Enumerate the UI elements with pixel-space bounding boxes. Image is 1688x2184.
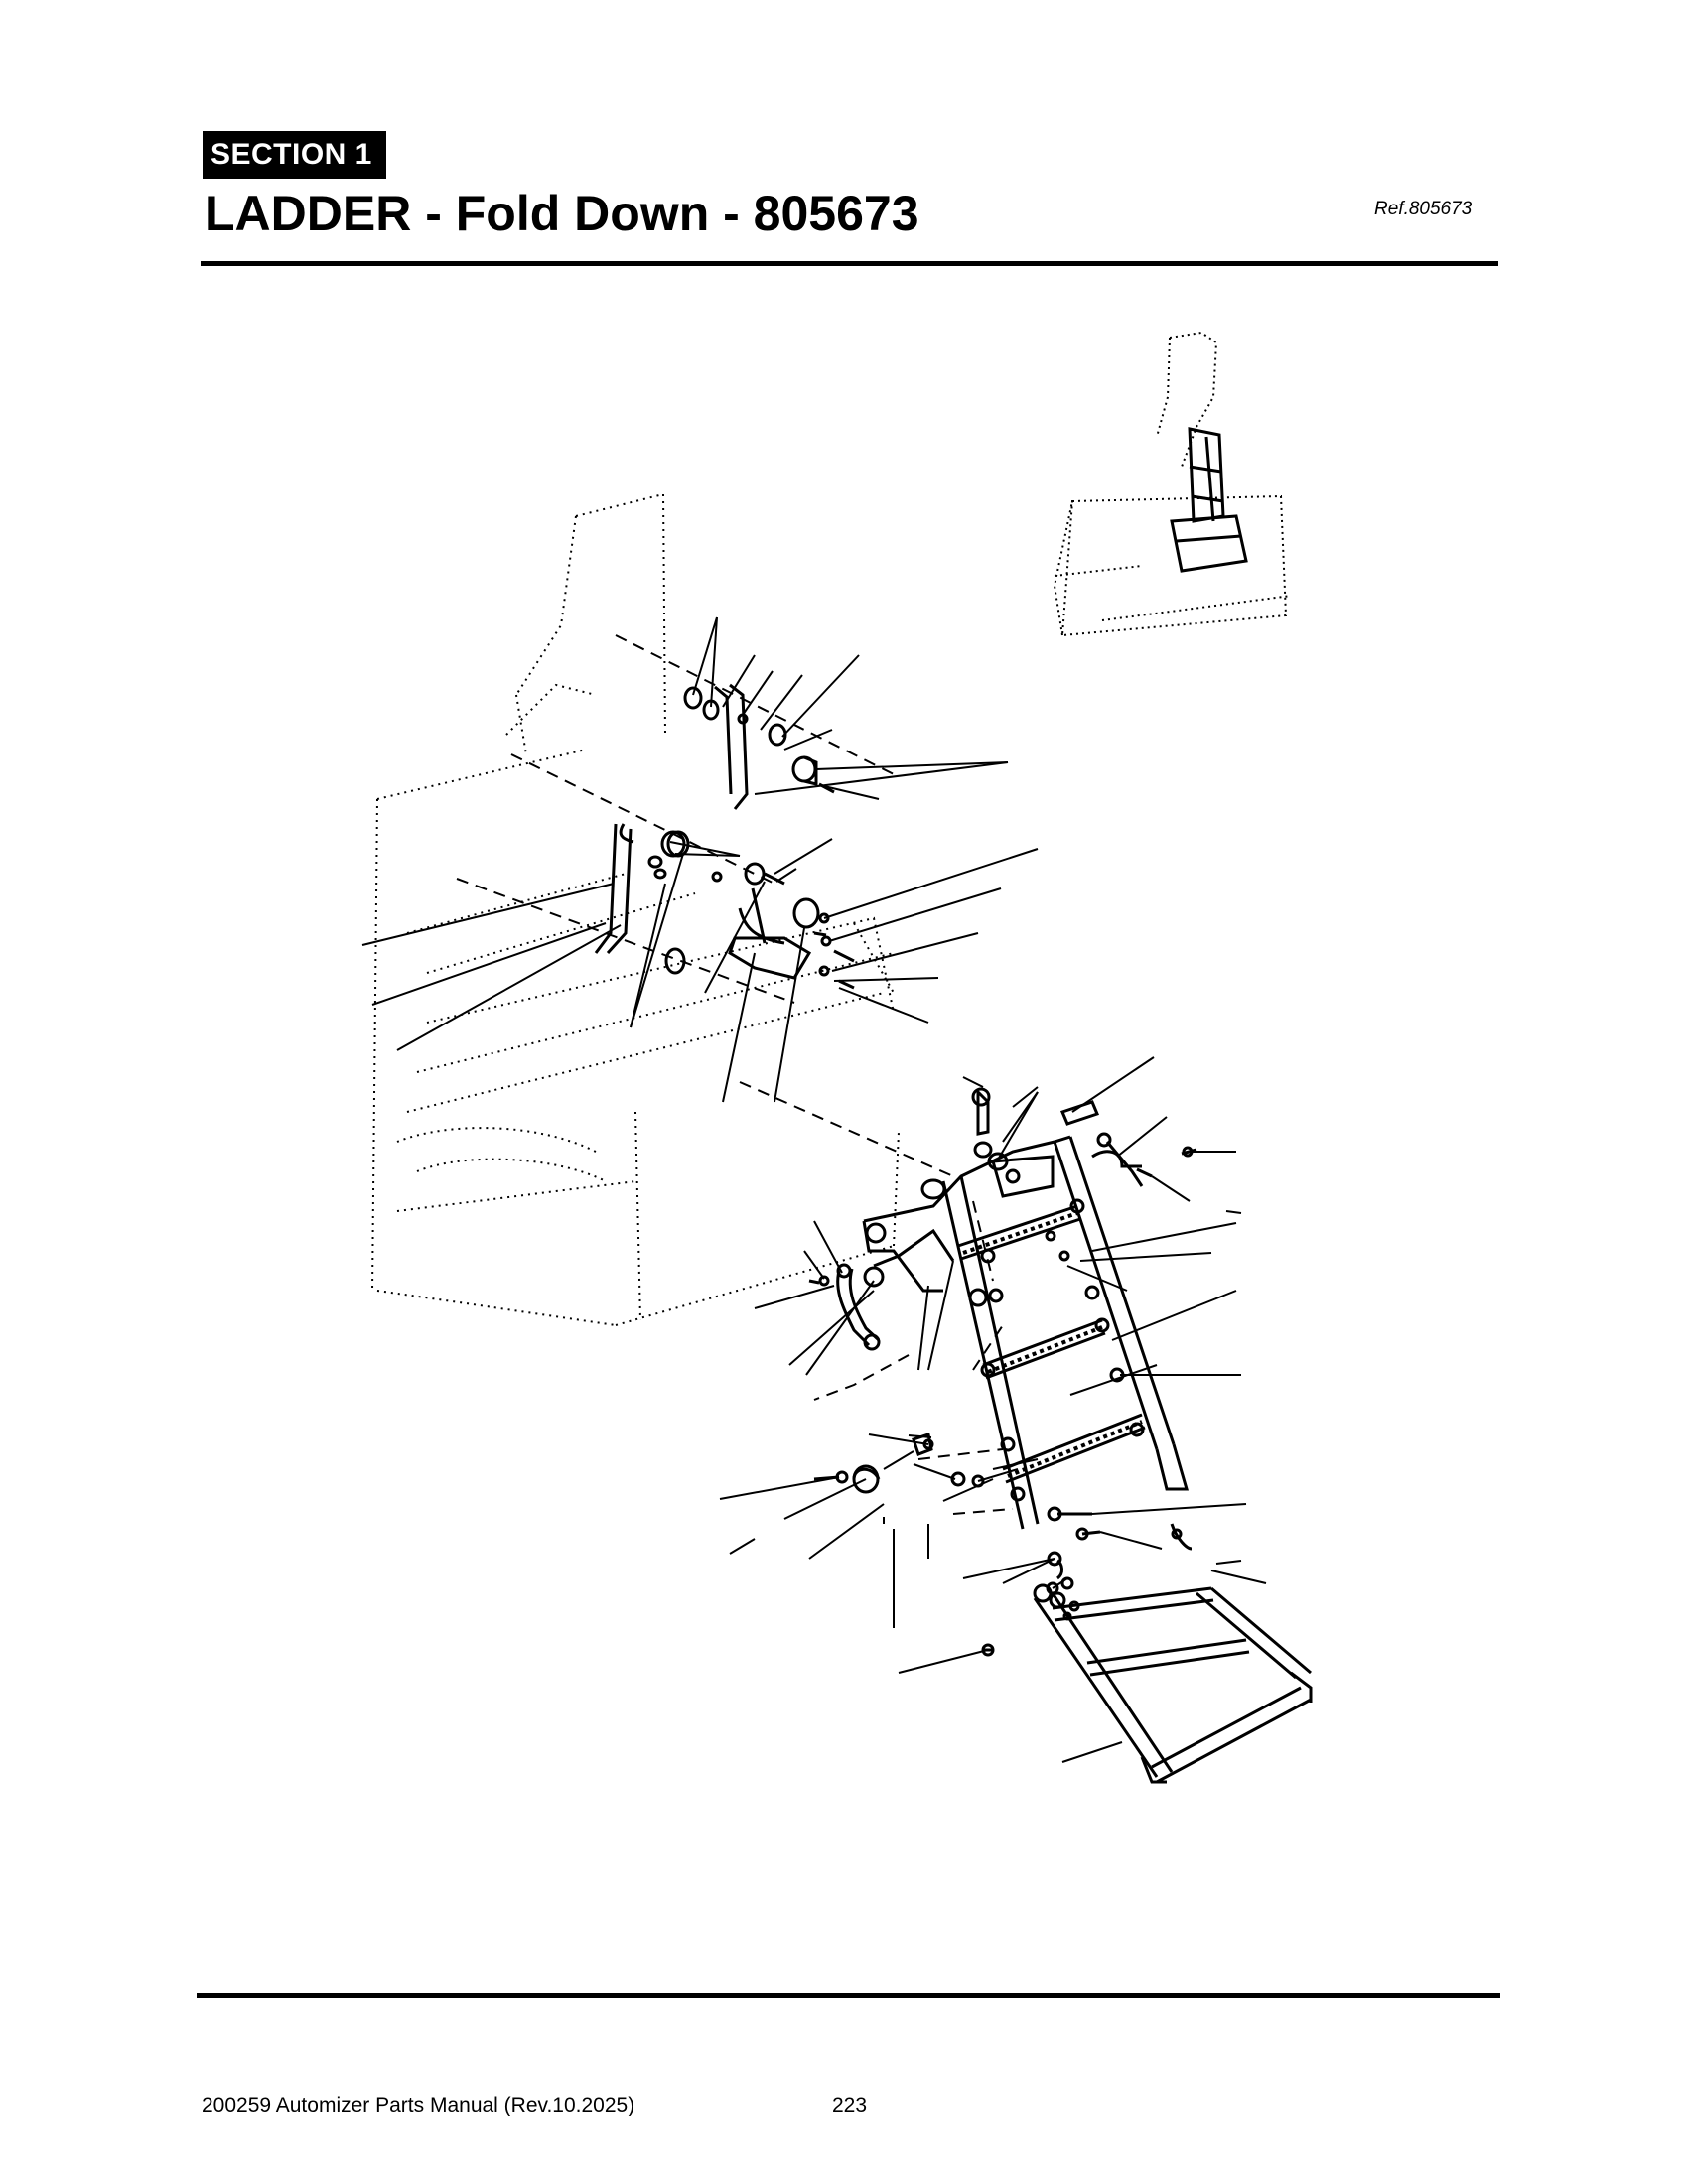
locator-thumbnail xyxy=(1053,331,1292,637)
phantom-vehicle-outline xyxy=(371,493,900,1326)
header-rule xyxy=(201,261,1498,266)
manual-title: 200259 Automizer Parts Manual (Rev.10.20… xyxy=(202,2094,635,2116)
footer-rule xyxy=(197,1993,1500,1998)
section-label: SECTION 1 xyxy=(203,131,386,179)
page-number: 223 xyxy=(832,2094,868,2116)
fold-down-step xyxy=(981,1576,1313,1784)
assembly-axes xyxy=(456,634,1014,1515)
ladder-frame xyxy=(862,1135,1189,1530)
upper-bracket-assembly xyxy=(594,683,855,990)
page-title: LADDER - Fold Down - 805673 xyxy=(205,186,919,241)
reference-number: Ref.805673 xyxy=(1374,199,1473,219)
side-handle xyxy=(808,1263,988,1351)
ladder-top-hardware xyxy=(920,1087,1197,1262)
callout-leaders xyxy=(361,616,1267,1763)
lower-hardware xyxy=(813,1433,1193,1580)
